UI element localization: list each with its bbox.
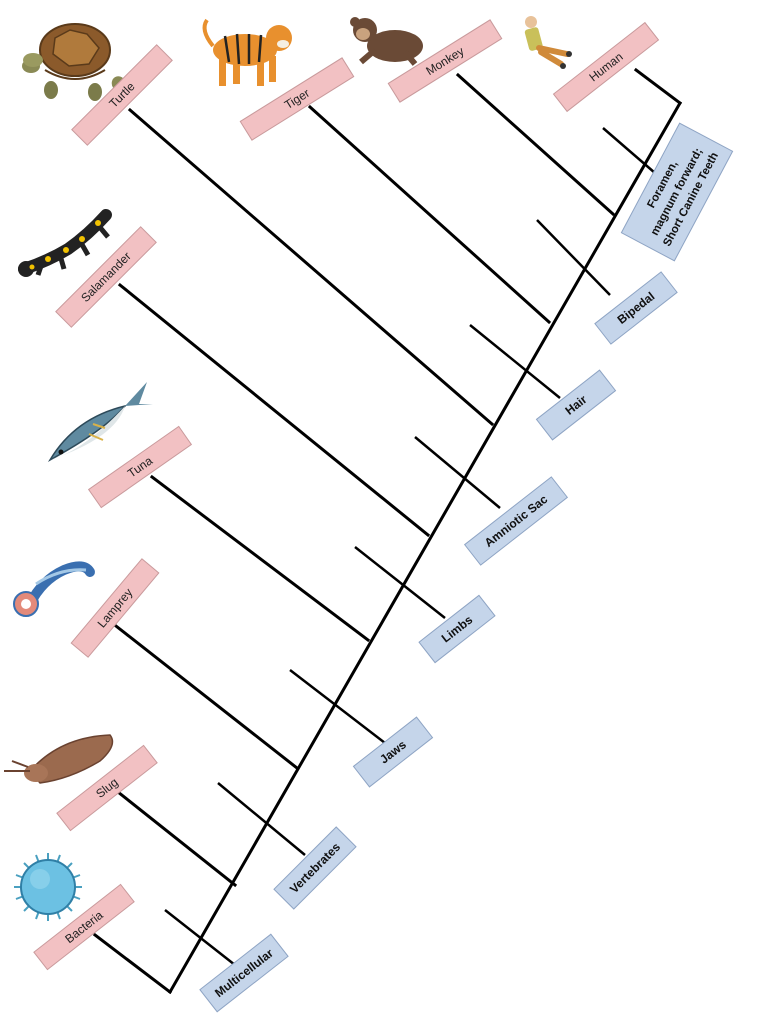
tuna-fish-icon	[47, 382, 153, 462]
branch-turtle	[127, 107, 495, 427]
tick-vertebrates	[217, 782, 306, 856]
taxon-label-text: Salamander	[78, 249, 134, 305]
slug-icon	[4, 734, 114, 784]
tick-multicellular	[164, 909, 236, 966]
taxon-label-human: Human	[552, 21, 660, 113]
taxon-label-slug: Slug	[56, 744, 158, 832]
tick-jaws	[289, 669, 386, 744]
trait-foramen: Foramen, magnum forward; Short Canine Te…	[620, 122, 734, 262]
human-icon	[524, 16, 572, 69]
trait-ticks	[164, 127, 656, 966]
branch-lamprey	[113, 623, 300, 771]
branch-lines	[92, 67, 683, 995]
tiger-icon	[202, 18, 292, 86]
salamander-icon	[18, 209, 112, 277]
branch-salamander	[117, 282, 431, 538]
tick-bipedal	[536, 219, 611, 296]
branch-slug	[115, 789, 238, 888]
branch-human	[633, 67, 683, 106]
branch-tuna	[149, 474, 371, 643]
virus-icon	[14, 853, 82, 921]
lamprey-icon	[13, 561, 95, 617]
branch-bacteria	[92, 932, 173, 995]
cladogram-trunk	[167, 100, 683, 995]
tick-amniotic-sac	[414, 436, 501, 509]
tick-foramen	[602, 127, 656, 174]
trait-hair: Hair	[535, 369, 617, 441]
turtle-icon	[22, 23, 127, 101]
taxon-label-lamprey: Lamprey	[70, 558, 160, 658]
trait-bipedal: Bipedal	[594, 271, 678, 345]
branch-tiger	[307, 104, 552, 325]
tick-limbs	[354, 546, 446, 619]
branch-monkey	[455, 72, 616, 217]
monkey-icon	[350, 17, 423, 66]
tick-hair	[469, 324, 561, 399]
trait-multicellular: Multicellular	[199, 933, 289, 1013]
